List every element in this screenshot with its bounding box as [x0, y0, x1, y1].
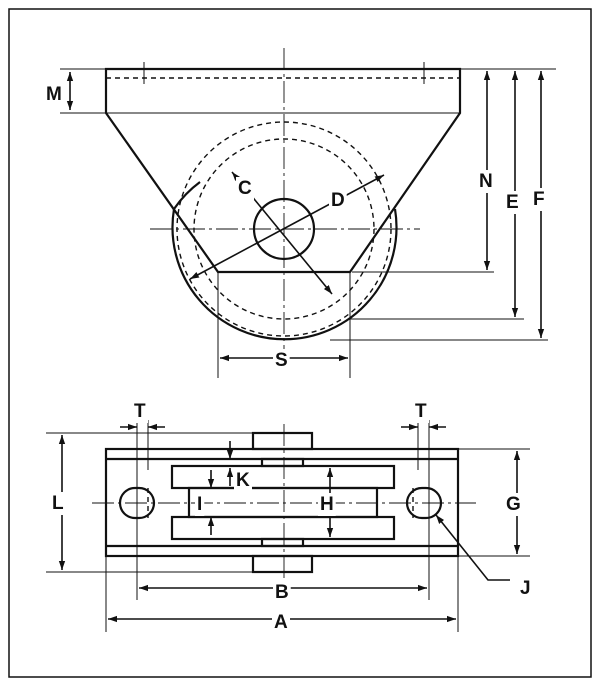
label-g: G	[506, 494, 521, 515]
label-backdrop	[504, 191, 521, 214]
label-backdrop	[273, 581, 291, 604]
label-n: N	[479, 171, 493, 192]
dimension-j-leader	[435, 514, 510, 581]
plan-view	[46, 420, 530, 632]
label-backdrop	[477, 170, 495, 193]
label-backdrop	[504, 493, 523, 516]
label-h: H	[320, 494, 334, 515]
label-backdrop	[234, 469, 252, 492]
side-view	[60, 48, 556, 378]
label-a: A	[274, 612, 288, 633]
diagram-border	[8, 8, 592, 678]
label-i: I	[197, 494, 202, 515]
label-c: C	[238, 178, 252, 199]
label-backdrop	[132, 400, 148, 423]
label-backdrop	[272, 611, 290, 634]
wheel-tread	[187, 486, 379, 519]
label-backdrop	[531, 188, 547, 211]
wheel-outer-arc	[171, 208, 398, 341]
label-backdrop	[236, 177, 254, 200]
axle-cap-bottom	[251, 554, 314, 574]
label-f: F	[533, 189, 545, 210]
label-k: K	[236, 470, 250, 491]
axle-cap-top	[251, 431, 314, 451]
label-m: M	[46, 84, 62, 105]
label-s: S	[275, 350, 288, 371]
bracket-frame	[104, 447, 460, 558]
label-backdrop	[329, 189, 347, 212]
label-t-left: T	[134, 401, 146, 422]
label-j: J	[520, 578, 531, 599]
label-e: E	[506, 192, 519, 213]
label-d: D	[331, 190, 345, 211]
label-t-right: T	[415, 401, 427, 422]
wheel-flange-bottom	[170, 515, 396, 541]
label-backdrop	[50, 492, 66, 515]
wheel-outer-arc-left	[173, 181, 201, 210]
label-b: B	[275, 582, 289, 603]
bracket-plate	[104, 67, 462, 274]
label-backdrop	[318, 493, 336, 516]
label-backdrop	[195, 493, 205, 516]
wheel-flange-top	[170, 464, 396, 490]
label-backdrop	[518, 577, 533, 600]
dimension-d-line	[189, 174, 385, 280]
label-backdrop	[273, 349, 290, 372]
label-backdrop	[413, 400, 429, 423]
label-l: L	[52, 493, 64, 514]
label-backdrop	[44, 83, 64, 106]
